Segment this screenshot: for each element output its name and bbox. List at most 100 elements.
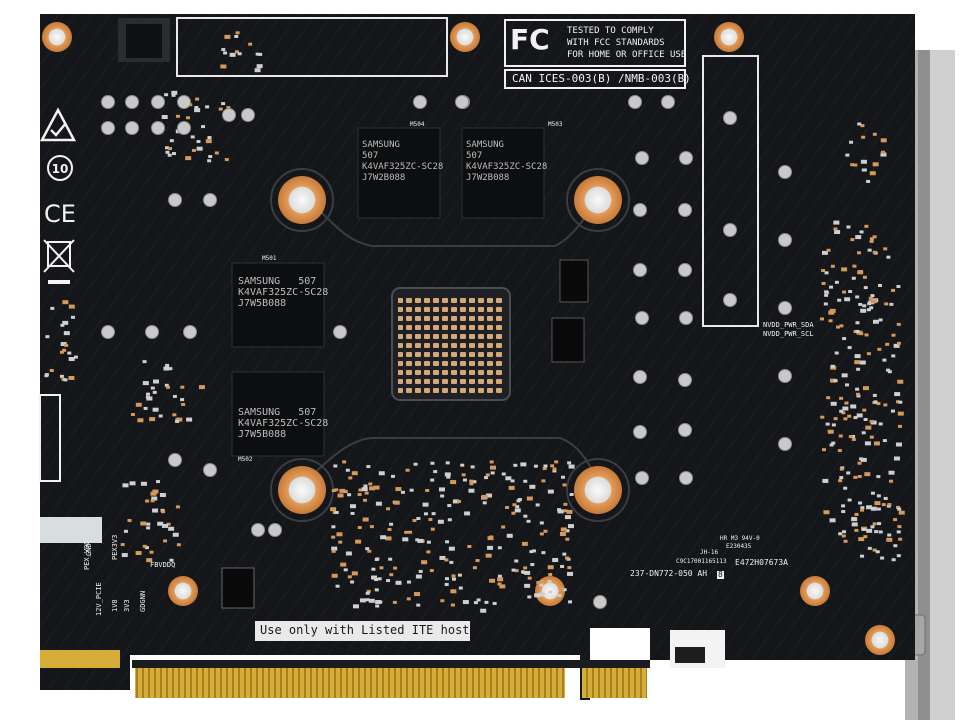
smd-part <box>869 306 874 310</box>
smd-part <box>563 509 568 513</box>
smd-part <box>351 471 358 476</box>
smd-part <box>845 153 850 157</box>
smd-part <box>876 507 881 511</box>
smd-part <box>371 575 378 580</box>
smd-part <box>560 564 565 568</box>
smd-part <box>886 504 891 508</box>
smd-part <box>866 308 871 312</box>
smd-part <box>457 499 462 503</box>
smd-part <box>165 150 170 154</box>
smd-part <box>511 568 516 572</box>
smd-part <box>451 577 456 581</box>
smd-part <box>860 159 867 164</box>
smd-part <box>877 283 882 287</box>
smd-part <box>145 499 150 503</box>
smd-part <box>497 574 502 578</box>
smd-part <box>348 476 353 480</box>
smd-part <box>823 510 830 515</box>
smd-part <box>450 589 457 594</box>
smd-part <box>386 507 391 511</box>
smd-part <box>470 465 475 469</box>
smd-part <box>59 374 64 378</box>
smd-part <box>363 484 368 488</box>
smd-part <box>180 398 185 402</box>
smd-part <box>893 456 900 461</box>
smd-part <box>880 150 885 154</box>
smd-part <box>514 569 519 573</box>
smd-part <box>510 479 515 483</box>
smd-part <box>848 435 853 439</box>
smd-part <box>416 516 421 520</box>
smd-part <box>418 569 423 573</box>
smd-part <box>834 351 839 355</box>
smd-part <box>413 462 418 466</box>
smd-part <box>347 493 352 497</box>
smd-part <box>853 416 858 420</box>
smd-part <box>158 414 163 418</box>
smd-part <box>862 304 867 308</box>
smd-part <box>898 400 903 404</box>
smd-part <box>538 592 545 597</box>
smd-part <box>842 337 847 341</box>
smd-part <box>508 485 515 490</box>
smd-part <box>896 322 901 326</box>
smd-part <box>62 320 69 325</box>
smd-part <box>339 488 346 493</box>
smd-part <box>875 550 880 554</box>
via-pad <box>177 121 191 135</box>
smd-part <box>862 275 867 279</box>
smd-part <box>146 392 151 396</box>
via-pad <box>268 523 282 537</box>
smd-part <box>543 464 548 468</box>
via-pad <box>635 471 649 485</box>
smd-part <box>433 470 438 474</box>
smd-part <box>150 499 155 503</box>
smd-part <box>152 407 159 412</box>
smd-part <box>872 393 877 397</box>
smd-part <box>834 280 839 284</box>
smd-part <box>848 290 853 294</box>
smd-part <box>841 267 848 272</box>
smd-part <box>468 488 475 493</box>
smd-part <box>171 90 178 95</box>
smd-part <box>365 598 370 602</box>
smd-part <box>449 560 454 564</box>
fbvddq-label: FBVDDQ <box>150 561 176 569</box>
m501-ref: M501 <box>262 255 277 262</box>
board-rev: 8 <box>717 570 724 579</box>
smd-part <box>535 503 540 507</box>
smd-part <box>414 592 421 597</box>
smd-part <box>201 125 206 129</box>
smd-part <box>234 34 239 38</box>
smd-part <box>364 491 369 495</box>
host-notice-sticker <box>255 621 470 641</box>
via-pad <box>145 325 159 339</box>
smd-part <box>484 600 489 604</box>
smd-part <box>421 560 428 565</box>
smd-part <box>369 525 374 529</box>
smd-part <box>865 425 872 430</box>
via-pad <box>203 463 217 477</box>
smd-part <box>536 581 541 585</box>
smd-part <box>196 140 201 144</box>
smd-part <box>860 124 865 128</box>
smd-part <box>237 52 242 56</box>
smd-part <box>389 522 394 526</box>
smd-part <box>833 220 840 225</box>
smd-part <box>872 250 877 254</box>
smd-part <box>416 603 421 607</box>
via-pad <box>455 95 469 109</box>
smd-part <box>342 460 347 464</box>
smd-part <box>850 404 857 409</box>
smd-part <box>137 418 144 423</box>
smd-part <box>864 224 869 228</box>
smd-part <box>62 300 69 305</box>
board-id: 237-DN772-050 AH <box>630 569 708 578</box>
smd-part <box>165 146 170 150</box>
via-pad <box>778 165 792 179</box>
smd-part <box>151 496 158 501</box>
smd-part <box>373 485 380 490</box>
smd-part <box>855 235 862 240</box>
smd-part <box>450 480 457 485</box>
